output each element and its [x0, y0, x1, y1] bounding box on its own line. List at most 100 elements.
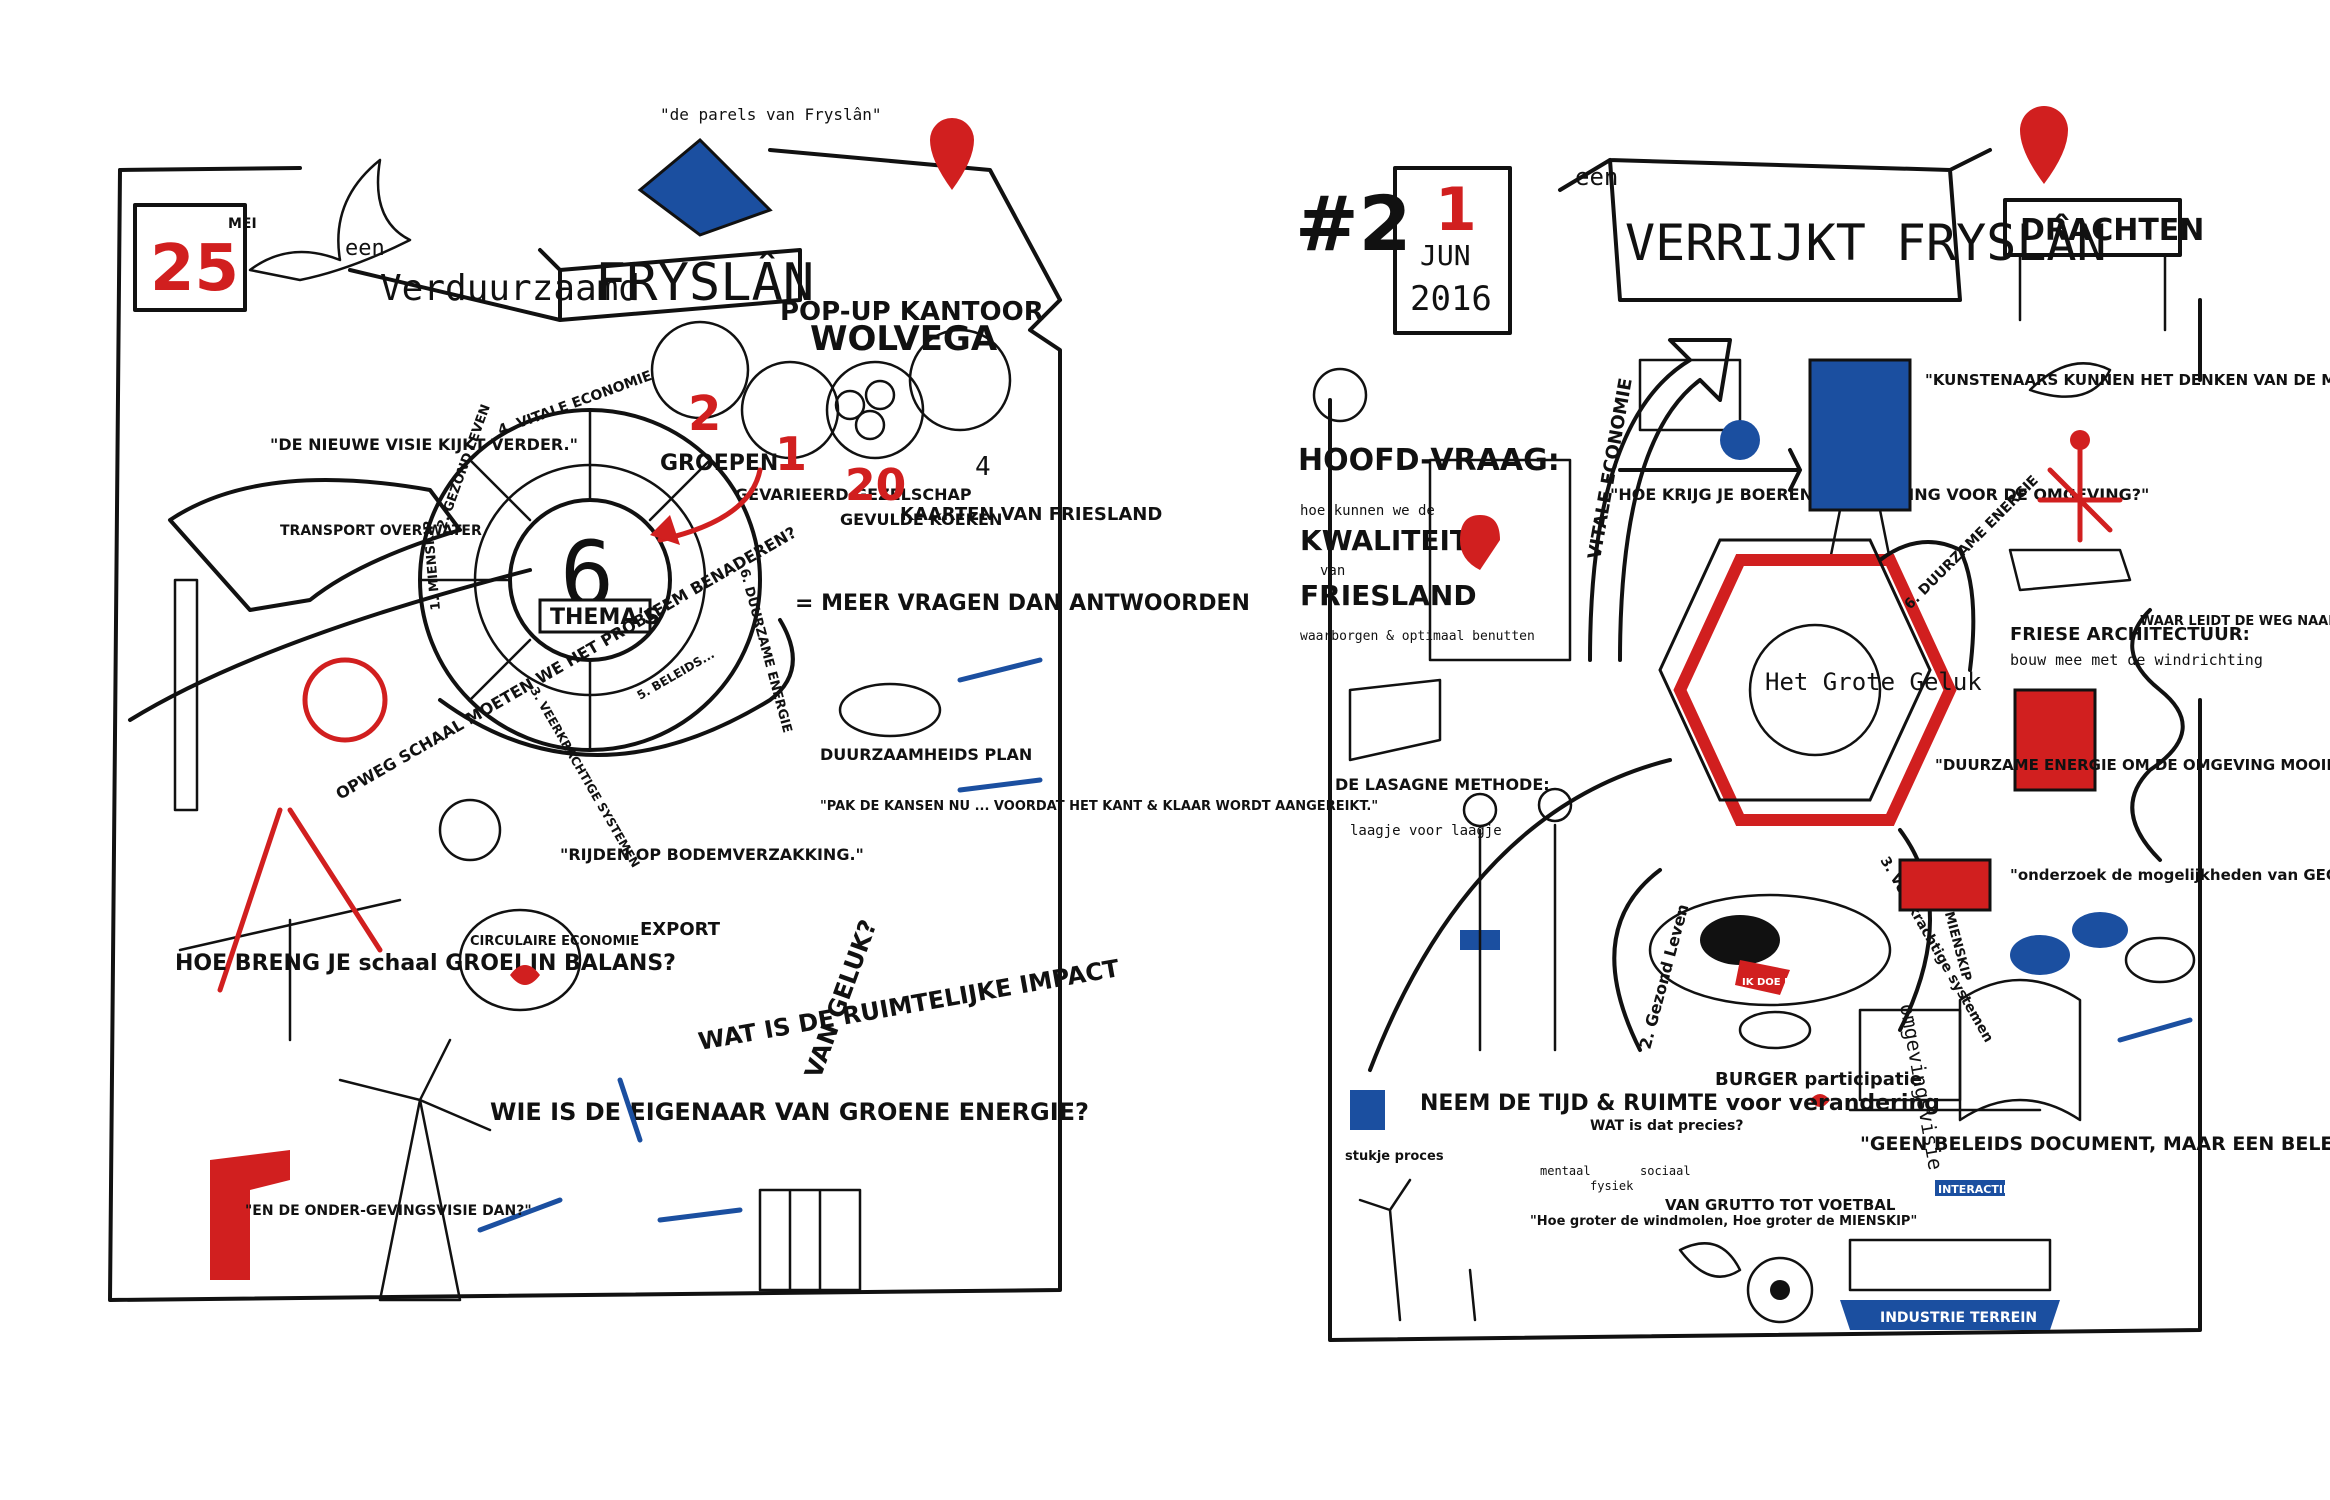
industrie-label: INDUSTRIE TERREIN [1880, 1310, 2037, 1326]
duurzaamheids-plan: DUURZAAMHEIDS PLAN [820, 745, 1032, 764]
wheel-veerkracht: 3. VEERKRACHTIGE SYSTEMEN [527, 685, 642, 870]
balance-scale-icon [178, 898, 402, 1042]
building-icon [758, 1188, 862, 1292]
date2-month: JUN [1420, 239, 1471, 272]
location-pin-icon [930, 118, 974, 190]
kaarten-label: KAARTEN VAN FRIESLAND [900, 504, 1162, 525]
hoe-breng: HOE BRENG JE schaal GROEI IN BALANS? [175, 951, 676, 976]
gez-label: GEVARIEERD GEZELSCHAP [735, 485, 972, 504]
friesland: FRIESLAND [1300, 579, 1477, 612]
wat-is-dat: WAT is dat precies? [1590, 1118, 1744, 1134]
koeken-label: GEVULDE KOEKEN [840, 510, 1002, 529]
het-grote-geluk: Het Grote Geluk [1765, 668, 1982, 696]
heart-icon [1460, 515, 1500, 570]
banner2-title: VERRIJKT FRYSLÂN [1625, 213, 2107, 272]
face-icon [1312, 367, 1368, 423]
red-pipe-icon [210, 1150, 290, 1280]
hill-line [1368, 758, 1672, 1072]
mentaal: mentaal [1540, 1164, 1591, 1178]
location-pin-2-icon [2020, 106, 2068, 184]
burger-icon [1738, 1010, 1812, 1050]
bird-icon [248, 158, 412, 282]
grutto-bird-icon [1678, 1242, 1742, 1278]
wheel-vitale: 4. VITALE ECONOMIE [496, 368, 654, 439]
koeken-num: 20 [845, 460, 906, 511]
meer-vragen: = MEER VRAGEN DAN ANTWOORDEN [795, 591, 1250, 616]
puzzle-icon [1350, 1090, 1385, 1130]
omgevingsvisie-quote: "EN DE ONDER-GEVINGSVISIE DAN?" [245, 1203, 532, 1219]
nieuwe-visie: "DE NIEUWE VISIE KIJKT VERDER." [270, 435, 578, 454]
rijden-text: "RIJDEN OP BODEMVERZAKKING." [560, 845, 864, 864]
duurzame-mooier: "DUURZAME ENERGIE OM DE OMGEVING MOOIER … [1935, 756, 2330, 774]
waar-leidt: WAAR LEIDT DE WEG NAAR WEGEN? [2140, 614, 2330, 629]
popup-place: WOLVEGA [810, 319, 998, 359]
banner2-een: een [1575, 163, 1618, 191]
grutto-label: VAN GRUTTO TOT VOETBAL [1665, 1196, 1896, 1214]
blue-sleeve-1 [957, 657, 1043, 683]
stukje-proces: stukje proces [1345, 1149, 1444, 1164]
place-label: DRACHTEN [2020, 213, 2204, 248]
windmill-icon [338, 1038, 492, 1302]
weathervane-icon [2037, 447, 2123, 543]
banner-1 [348, 248, 802, 322]
road-around-wheel [438, 618, 795, 757]
banner1-een: een [345, 236, 385, 261]
snowglobe-icon [1748, 623, 1882, 757]
book-icon [1958, 978, 2082, 1122]
hexagon-frame [1673, 554, 1957, 826]
waarborgen: waarborgen & optimaal benutten [1300, 629, 1535, 644]
transport-label: TRANSPORT OVER WATER [280, 523, 482, 539]
poster-2: #2 1 JUN 2016 een VERRIJKT FRYSLÂN DRACH… [1295, 106, 2330, 1342]
burger-participatie: BURGER participatie [1715, 1069, 1922, 1090]
fysiek: fysiek [1590, 1179, 1634, 1193]
windmolen-quote: "Hoe groter de windmolen, Hoe groter de … [1530, 1214, 1917, 1229]
town-circle-icon [302, 657, 388, 743]
painting-icon [1808, 358, 1912, 512]
ruler-icon [173, 578, 199, 812]
interactief-badge: INTERACTIEF [1938, 1183, 2018, 1196]
neem-tijd: NEEM DE TIJD & RUIMTE voor verandering [1420, 1091, 1940, 1116]
chat-bubble-icon [2010, 935, 2070, 975]
koeken-circle [825, 360, 925, 460]
wheel-gezond: 2. GEZOND LEVEN [435, 402, 494, 531]
geothermie: "onderzoek de mogelijkheden van GEOTHERM… [2010, 866, 2330, 884]
poster2-frame [1328, 298, 2202, 1342]
van: van [1320, 563, 1345, 579]
place-sign [2003, 198, 2182, 257]
globe-icon [438, 798, 502, 862]
winding-road-icon [2130, 608, 2185, 862]
pak-kansen: "PAK DE KANSEN NU ... VOORDAT HET KANT &… [820, 799, 1378, 814]
date-card-2 [1393, 166, 1512, 335]
export-label: EXPORT [640, 919, 721, 940]
date-day: 25 [150, 232, 239, 306]
bean-icon [510, 965, 540, 985]
red-frame-icon [2013, 688, 2097, 792]
poster-1: 25 MEI een Verduurzaamd FRYSLÂN "de pare… [108, 105, 1378, 1302]
radiator-icon [1898, 858, 1992, 912]
gez-num: 1 [775, 427, 807, 481]
groepen-circle [650, 320, 750, 420]
date2-year: 2016 [1410, 279, 1492, 319]
popup-label: POP-UP KANTOOR [780, 297, 1044, 327]
gezond-arc [1612, 868, 1662, 1052]
lasagne: DE LASAGNE METHODE: [1335, 775, 1550, 794]
banner1-region: FRYSLÂN [595, 252, 814, 313]
frisian-flag-icon [637, 137, 773, 237]
hoofd-sub: hoe kunnen we de [1300, 503, 1435, 519]
red-arrow-groepen [657, 467, 763, 543]
ik-doe-mee: IK DOE MEE [1742, 977, 1808, 988]
poster1-frame [108, 168, 1062, 1302]
bird-2-icon [2028, 362, 2112, 398]
poster2-hash: #2 [1295, 179, 1412, 268]
cloche-icon [838, 682, 942, 738]
tractor-icon [1638, 358, 1742, 432]
date2-day: 1 [1435, 175, 1477, 245]
red-graph-arrows [217, 807, 383, 993]
person-1-icon [1462, 792, 1498, 828]
geen-beleids: "GEEN BELEIDS DOCUMENT, MAAR EEN BELEIDS… [1860, 1133, 2330, 1155]
themas-wheel: 6 THEMA'S 4. VITALE ECONOMIE 2. GEZOND L… [418, 368, 794, 870]
road-line [128, 568, 532, 722]
block-icon [2008, 548, 2132, 592]
kwaliteit: KWALITEIT [1300, 524, 1469, 557]
